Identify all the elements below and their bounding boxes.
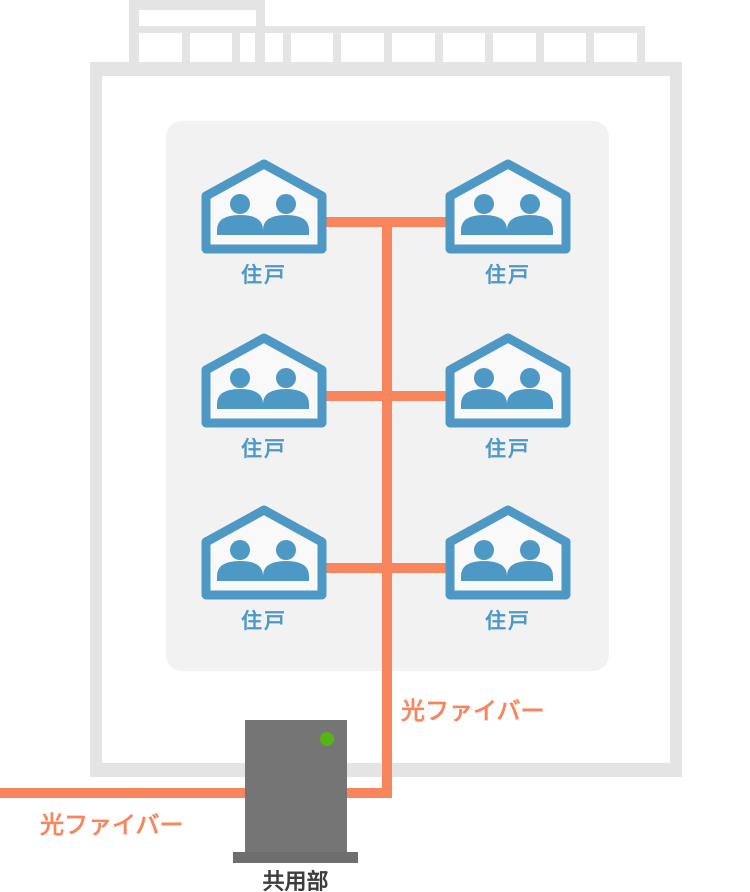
house-unit: 住戸 [198,330,330,461]
fiber-riser-line [382,217,392,798]
house-icon [442,502,574,603]
house-icon [198,502,330,603]
railing-window [139,33,182,62]
house-unit: 住戸 [442,502,574,633]
unit-label: 住戸 [485,609,531,633]
house-unit: 住戸 [198,502,330,633]
house-unit: 住戸 [442,330,574,461]
railing-window [189,33,233,62]
unit-label: 住戸 [485,437,531,461]
house-unit: 住戸 [198,156,330,287]
railing-window [391,33,435,62]
penthouse-post [255,33,265,62]
fiber-branch-line [326,391,448,401]
penthouse-window [139,10,256,26]
railing-window [543,33,587,62]
railing-window [594,33,637,62]
fiber-drop-label: 光ファイバー [40,811,184,839]
railing-window [290,33,334,62]
house-icon [442,156,574,257]
fiber-elbow-line [347,788,392,798]
device-base [233,852,358,863]
unit-label: 住戸 [241,609,287,633]
penthouse-post [129,33,139,62]
roof-railing-bar [129,26,645,33]
railing-window [442,33,486,62]
unit-label: 住戸 [241,263,287,287]
device-label: 共用部 [262,870,329,892]
railing-window [493,33,536,62]
house-icon [442,330,574,431]
house-icon [198,156,330,257]
led-indicator-icon [320,732,334,746]
fiber-branch-line [326,217,448,227]
house-icon [198,330,330,431]
house-unit: 住戸 [442,156,574,287]
unit-label: 住戸 [241,437,287,461]
fiber-branch-line [326,563,448,573]
shared-equipment-device [245,720,347,852]
fiber-drop-line [0,788,247,798]
roof-railing [129,33,645,62]
fiber-riser-label: 光ファイバー [401,697,545,725]
unit-label: 住戸 [485,263,531,287]
railing-window [341,33,384,62]
roof-penthouse [129,0,265,33]
